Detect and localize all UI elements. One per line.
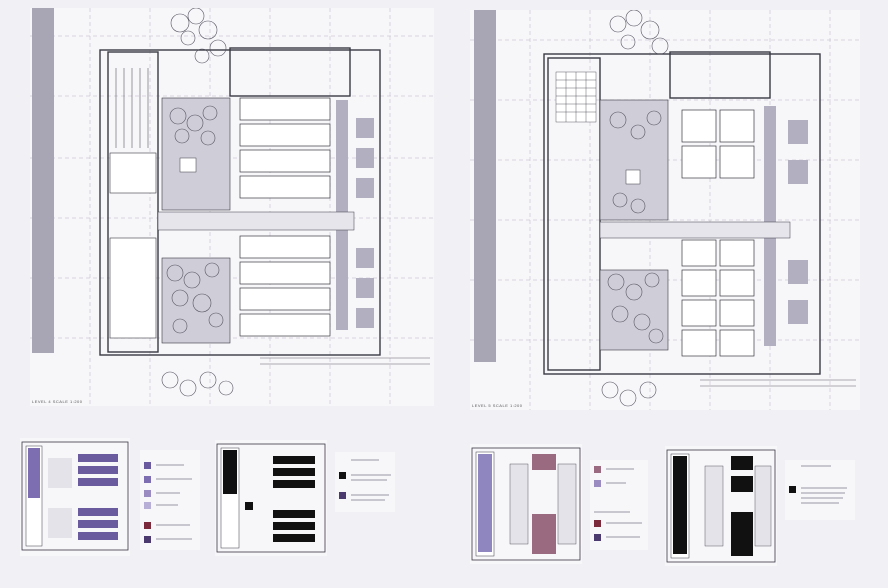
legend-swatches — [594, 466, 642, 541]
diagram-1 — [20, 438, 130, 556]
floor-plan-level-4-drawing — [30, 8, 434, 406]
floor-plan-level-5: LEVEL 5 SCALE 1:200 — [470, 10, 860, 410]
diagram-2 — [215, 440, 327, 556]
diagram-3-drawing — [471, 447, 581, 561]
diagram-1-drawing — [21, 441, 129, 551]
diagram-1-legend — [140, 450, 200, 550]
plan-caption: LEVEL 5 SCALE 1:200 — [472, 403, 523, 408]
legend-swatches — [789, 465, 847, 504]
diagram-2-drawing — [216, 443, 326, 553]
diagram-3-legend — [590, 460, 648, 550]
diagram-4 — [665, 446, 777, 566]
diagram-2-legend — [335, 452, 395, 512]
legend-swatches — [339, 459, 391, 501]
floor-plan-level-5-drawing — [470, 10, 860, 410]
floor-plan-level-4: LEVEL 4 SCALE 1:200 — [30, 8, 434, 406]
diagram-4-legend — [785, 460, 855, 520]
diagram-3 — [470, 444, 582, 564]
plan-caption: LEVEL 4 SCALE 1:200 — [32, 399, 83, 404]
diagram-4-drawing — [666, 449, 776, 563]
legend-swatches — [144, 462, 192, 543]
